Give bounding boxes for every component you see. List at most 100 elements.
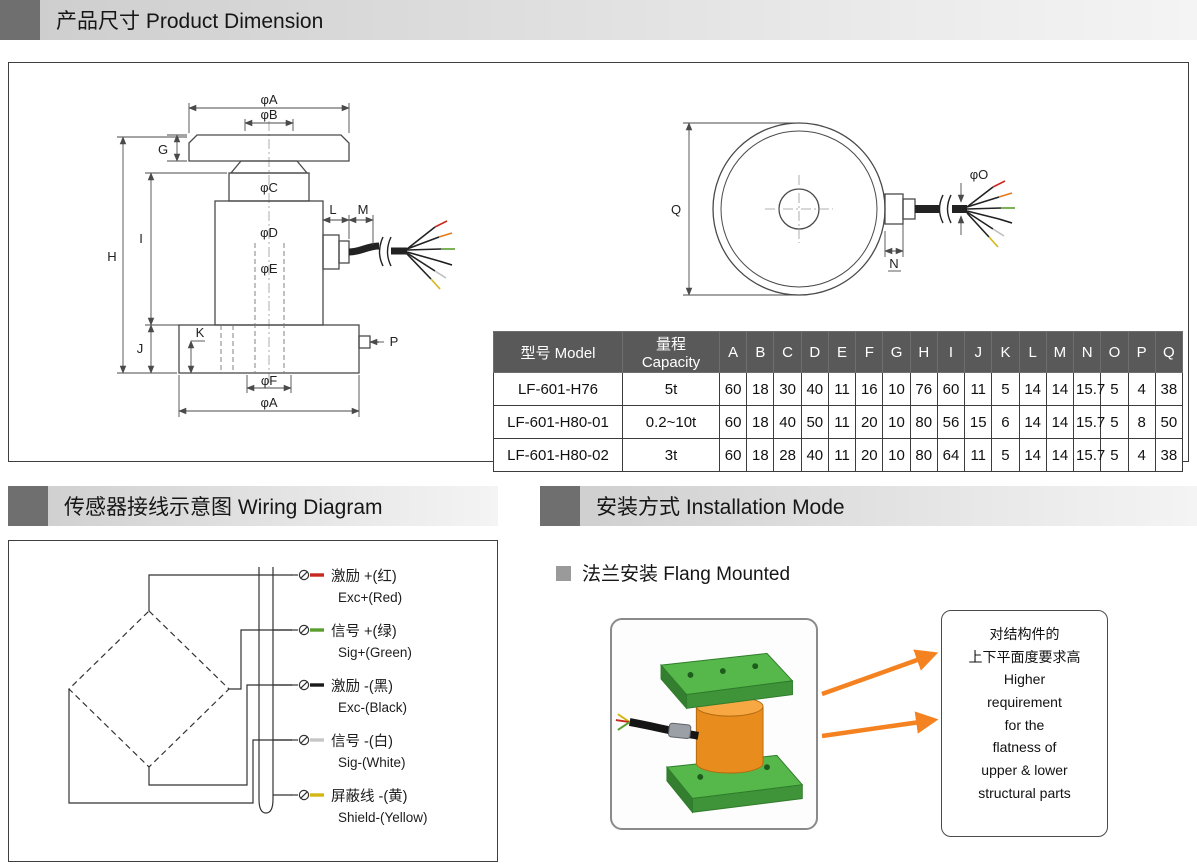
spec-table-header-cell: K	[991, 331, 1020, 373]
spec-capacity-cell: 3t	[622, 438, 720, 472]
wire-label-cn: 屏蔽线 -(黄)	[331, 789, 408, 805]
installation-mode-header: 安装方式 Installation Mode	[540, 486, 1197, 526]
wire-labels: 屏蔽线 -(黄) Shield-(Yellow)	[331, 785, 428, 825]
dim-label-J: J	[137, 341, 144, 356]
spec-value-cell: 60	[936, 372, 966, 406]
dim-label-M: M	[358, 202, 369, 217]
spec-value-cell: 18	[746, 405, 775, 439]
spec-table-header-cell: Q	[1154, 331, 1184, 373]
wire-terminal-icon	[291, 734, 324, 746]
dim-label-G: G	[158, 142, 168, 157]
spec-table-header-cell: M	[1045, 331, 1075, 373]
spec-value-cell: 14	[1045, 438, 1075, 472]
spec-value-cell: 5	[1100, 438, 1129, 472]
spec-value-cell: 38	[1154, 372, 1184, 406]
spec-model-cell: LF-601-H76	[493, 372, 623, 406]
installation-mode-title: 安装方式 Installation Mode	[596, 496, 845, 519]
dim-label-P: P	[390, 334, 399, 349]
dim-label-phiB: φB	[260, 107, 277, 122]
wire-label-cn: 信号 +(绿)	[331, 624, 397, 640]
dim-label-K: K	[196, 325, 205, 340]
spec-table-header-cell: D	[800, 331, 829, 373]
dim-label-phiA-top: φA	[260, 92, 277, 107]
dim-label-phiO: φO	[970, 167, 989, 182]
wire-label-en: Exc-(Black)	[338, 700, 408, 715]
spec-value-cell: 80	[909, 438, 938, 472]
spec-model-cell: LF-601-H80-01	[493, 405, 623, 439]
spec-table-header-cell: A	[718, 331, 748, 373]
spec-table-header-cell: G	[882, 331, 911, 373]
spec-value-cell: 11	[964, 372, 993, 406]
wire-row-shield: 屏蔽线 -(黄) Shield-(Yellow)	[291, 785, 428, 825]
spec-value-cell: 18	[746, 438, 775, 472]
subsection-square-icon	[556, 566, 571, 581]
dim-label-phiA-bottom: φA	[260, 395, 277, 410]
wire-label-en: Exc+(Red)	[338, 590, 403, 605]
wire-labels: 激励 +(红) Exc+(Red)	[331, 565, 402, 605]
spec-table-header-cell: F	[855, 331, 884, 373]
spec-value-cell: 64	[936, 438, 966, 472]
wire-labels: 信号 -(白) Sig-(White)	[331, 730, 406, 770]
dim-label-phiF: φF	[261, 373, 277, 388]
wire-terminal-icon	[291, 789, 324, 801]
wire-label-en: Sig+(Green)	[338, 645, 412, 660]
section-square-icon	[8, 486, 48, 526]
spec-value-cell: 11	[827, 405, 857, 439]
wire-label-en: Sig-(White)	[338, 755, 406, 770]
section-square-icon	[0, 0, 40, 40]
spec-value-cell: 20	[855, 438, 884, 472]
spec-value-cell: 14	[1018, 372, 1047, 406]
wiring-diagram-header: 传感器接线示意图 Wiring Diagram	[8, 486, 498, 526]
spec-value-cell: 10	[882, 405, 911, 439]
spec-value-cell: 30	[773, 372, 802, 406]
spec-value-cell: 6	[991, 405, 1020, 439]
spec-table-header-cell: E	[827, 331, 857, 373]
wire-terminal-icon	[291, 569, 324, 581]
flatness-note: 对结构件的 上下平面度要求高 Higher requirement for th…	[941, 610, 1108, 837]
callout-arrows	[821, 649, 939, 739]
spec-value-cell: 14	[1018, 438, 1047, 472]
wire-row-sig-plus: 信号 +(绿) Sig+(Green)	[291, 620, 412, 660]
spec-value-cell: 15	[964, 405, 993, 439]
load-cell-3d-render	[615, 652, 804, 814]
top-view-drawing: Q φO N	[671, 122, 1015, 296]
spec-table-header-cell: H	[909, 331, 938, 373]
spec-value-cell: 80	[909, 405, 938, 439]
spec-table-header-cell: B	[746, 331, 775, 373]
spec-table-header-cell: I	[936, 331, 966, 373]
spec-value-cell: 50	[1154, 405, 1184, 439]
flange-mounted-subtitle: 法兰安装 Flang Mounted	[582, 564, 791, 585]
spec-value-cell: 20	[855, 405, 884, 439]
spec-capacity-cell: 5t	[622, 372, 720, 406]
section-square-icon	[540, 486, 580, 526]
dim-label-I: I	[139, 231, 143, 246]
spec-value-cell: 56	[936, 405, 966, 439]
spec-table-header-cell: 量程 Capacity	[622, 331, 720, 373]
spec-value-cell: 4	[1127, 438, 1156, 472]
dim-label-N: N	[889, 256, 898, 271]
spec-value-cell: 11	[964, 438, 993, 472]
spec-table-header-cell: P	[1127, 331, 1156, 373]
wire-labels: 激励 -(黑) Exc-(Black)	[331, 675, 407, 715]
wire-terminal-icon	[291, 679, 324, 691]
spec-value-cell: 76	[909, 372, 938, 406]
spec-value-cell: 10	[882, 372, 911, 406]
spec-value-cell: 50	[800, 405, 829, 439]
spec-value-cell: 11	[827, 438, 857, 472]
spec-value-cell: 4	[1127, 372, 1156, 406]
dim-label-L: L	[329, 202, 336, 217]
product-dimension-header: 产品尺寸 Product Dimension	[0, 0, 1197, 40]
spec-value-cell: 14	[1018, 405, 1047, 439]
spec-table-header-cell: 型号 Model	[493, 331, 623, 373]
dim-label-Q: Q	[671, 202, 681, 217]
spec-table-header-cell: J	[964, 331, 993, 373]
dim-label-phiD: φD	[260, 225, 278, 240]
wiring-panel: 激励 +(红) Exc+(Red) 信号 +(绿) Sig+(Green)	[8, 540, 498, 862]
dim-label-phiC: φC	[260, 180, 278, 195]
spec-value-cell: 28	[773, 438, 802, 472]
